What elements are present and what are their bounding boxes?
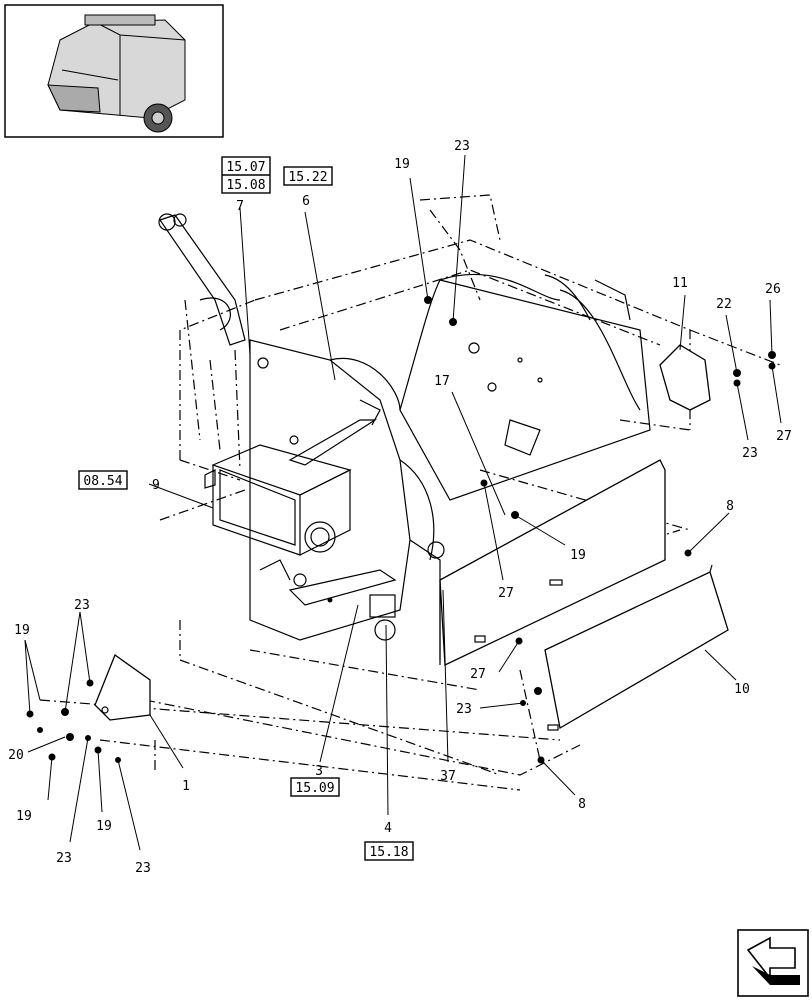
callout-1: 1 <box>182 779 190 794</box>
callout-23-bottom-left: 23 <box>56 851 72 866</box>
ref-15-18-text: 15.18 <box>369 845 408 860</box>
callout-23-top: 23 <box>454 139 470 154</box>
callout-19-top: 19 <box>394 157 410 172</box>
callout-3: 3 <box>315 764 323 779</box>
side-wall <box>399 209 651 501</box>
callout-19-bottom-left: 19 <box>16 809 32 824</box>
callout-26: 26 <box>765 282 781 297</box>
callout-10: 10 <box>734 682 750 697</box>
callout-27-right: 27 <box>776 429 792 444</box>
upper-bar <box>288 399 381 466</box>
round-baler-thumbnail-icon <box>4 4 224 138</box>
ref-box-08-54[interactable]: 08.54 <box>78 470 128 490</box>
callout-23-lower: 23 <box>456 702 472 717</box>
ref-box-15-18[interactable]: 15.18 <box>364 841 414 861</box>
next-page-arrow-icon[interactable] <box>737 929 809 997</box>
callout-17: 17 <box>434 374 450 389</box>
callout-20: 20 <box>8 748 24 763</box>
ref-15-09-text: 15.09 <box>295 781 334 796</box>
part-1 <box>94 653 151 721</box>
callout-23-right: 23 <box>742 446 758 461</box>
frame-outline <box>39 194 781 791</box>
callout-19-middle: 19 <box>570 548 586 563</box>
callout-19-left: 19 <box>14 623 30 638</box>
callout-6: 6 <box>302 194 310 209</box>
mechanism <box>259 559 397 641</box>
ref-box-15-22[interactable]: 15.22 <box>283 166 333 186</box>
ref-15-22-text: 15.22 <box>288 170 327 185</box>
callout-7: 7 <box>236 199 244 214</box>
callout-19-bottom: 19 <box>96 819 112 834</box>
callout-9: 9 <box>152 478 160 493</box>
callout-22: 22 <box>716 297 732 312</box>
left-side-plate <box>249 339 445 660</box>
callout-23-left: 23 <box>74 598 90 613</box>
ref-box-15-07-15-08[interactable]: 15.07 15.08 <box>221 156 271 194</box>
callout-4: 4 <box>384 821 392 836</box>
callout-27-lower: 27 <box>470 667 486 682</box>
callout-37: 37 <box>440 769 456 784</box>
callout-23-bottom: 23 <box>135 861 151 876</box>
ref-15-08-text: 15.08 <box>226 178 265 193</box>
ref-box-15-09[interactable]: 15.09 <box>290 777 340 797</box>
ref-15-07-text: 15.07 <box>226 160 265 175</box>
callout-labels: 7 6 19 23 11 22 26 27 23 17 9 27 19 8 10… <box>8 139 792 876</box>
leader-lines <box>24 154 782 851</box>
ref-08-54-text: 08.54 <box>83 474 122 489</box>
callout-11: 11 <box>672 276 688 291</box>
left-arm <box>158 213 246 471</box>
panel-37 <box>439 459 666 667</box>
guard-10 <box>544 564 729 731</box>
callout-8-bottom: 8 <box>578 797 586 812</box>
callout-8-top: 8 <box>726 499 734 514</box>
box-housing <box>204 444 352 556</box>
callout-27-middle: 27 <box>498 586 514 601</box>
part-11 <box>659 344 711 411</box>
